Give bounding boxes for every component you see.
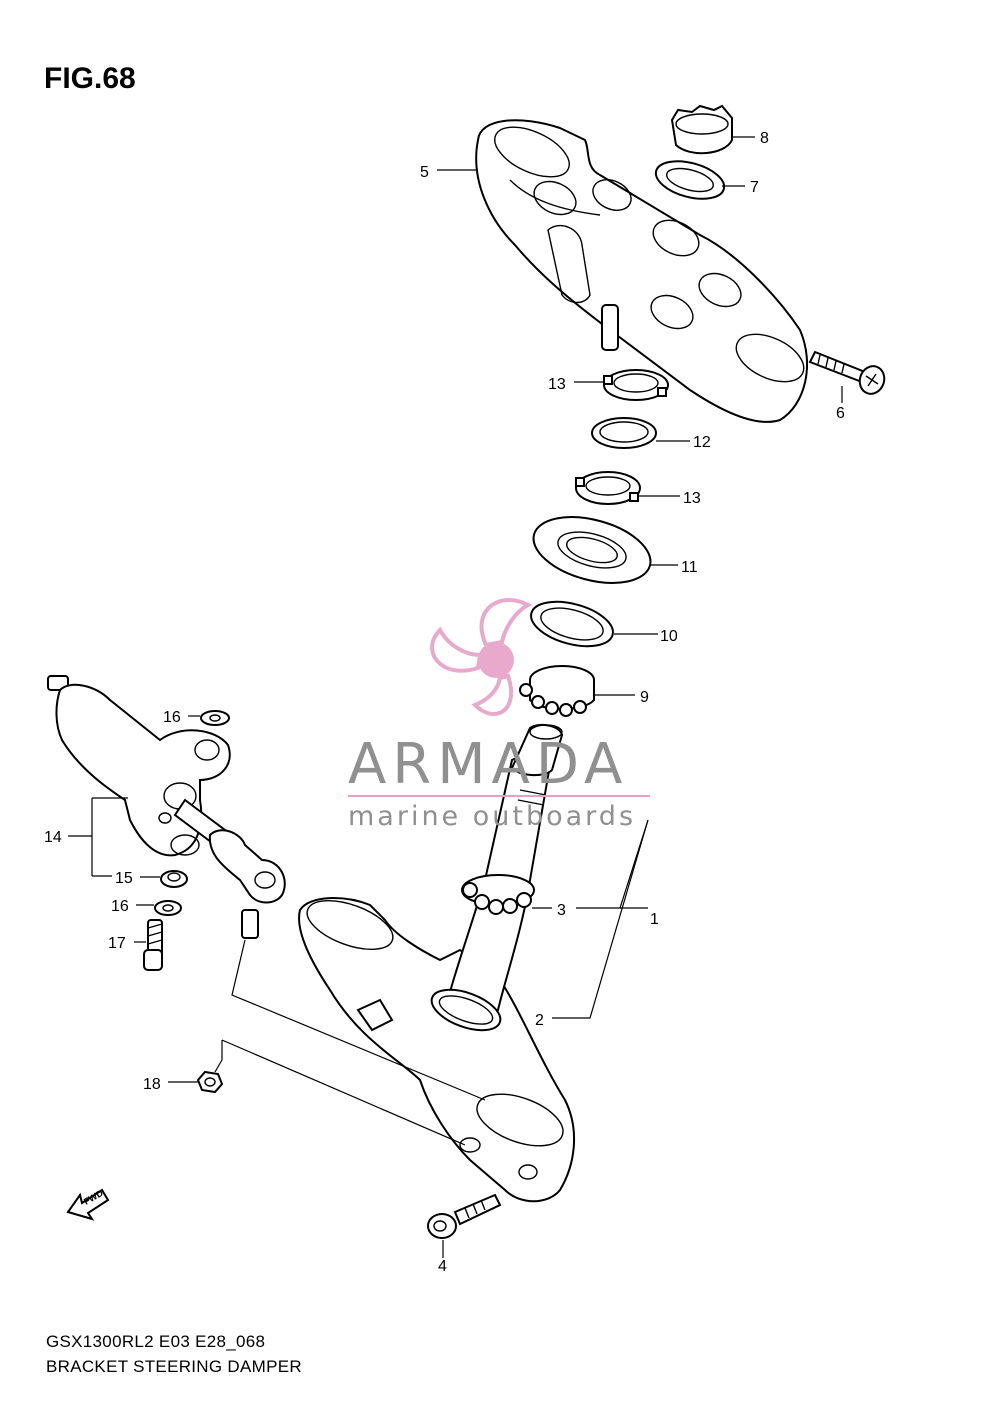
bush-part-15 (160, 870, 188, 888)
callout-6: 6 (836, 405, 845, 422)
clamp-bolt-part-6 (808, 350, 886, 395)
callout-17: 17 (108, 935, 126, 952)
callout-9: 9 (640, 689, 649, 706)
steering-damper-part-14 (47, 675, 286, 939)
callout-15: 15 (115, 870, 133, 887)
bearing-race-part-10 (530, 600, 614, 648)
callout-7: 7 (750, 179, 759, 196)
callout-10: 10 (660, 628, 678, 645)
callout-14: 14 (44, 829, 62, 846)
callout-18: 18 (143, 1076, 161, 1093)
figure-name: BRACKET STEERING DAMPER (46, 1357, 302, 1376)
callout-5: 5 (420, 164, 429, 181)
washer-part-7 (654, 160, 726, 200)
model-code: GSX1300RL2 E03 E28_068 (46, 1332, 266, 1351)
washer-lower-part-16 (154, 900, 182, 916)
pinch-bolt-part-4 (427, 1193, 502, 1239)
callout-16-lower: 16 (111, 898, 129, 915)
callout-8: 8 (760, 130, 769, 147)
installation-lines (214, 939, 486, 1146)
forward-direction-icon: FWD (66, 1188, 110, 1221)
figure-title: FIG.68 (44, 62, 136, 95)
watermark-tagline: marine outboards (348, 801, 636, 832)
callout-13-upper: 13 (548, 376, 566, 393)
lock-washer-part-12 (591, 417, 657, 449)
lock-nut-lower-part-13 (575, 471, 641, 505)
callout-13-lower: 13 (683, 490, 701, 507)
upper-bracket-part-5 (475, 119, 808, 423)
watermark-logo (430, 598, 533, 716)
callout-11: 11 (681, 559, 698, 576)
watermark-brand: ARMADA (348, 732, 628, 797)
washer-upper-part-16 (200, 710, 230, 726)
callout-4: 4 (438, 1258, 447, 1275)
dust-seal-part-2 (430, 988, 502, 1032)
callout-12: 12 (693, 434, 711, 451)
nut-part-18 (196, 1070, 224, 1094)
lower-bearing-part-3 (461, 874, 535, 915)
callout-3: 3 (557, 902, 566, 919)
dust-seal-part-11 (532, 516, 652, 584)
callout-16-upper: 16 (163, 709, 181, 726)
callout-1: 1 (650, 911, 659, 928)
callout-leaders (68, 136, 843, 1258)
bolt-part-17 (143, 919, 163, 971)
lock-nut-upper-part-13 (603, 369, 669, 401)
steering-stem-nut-part-8 (670, 104, 733, 155)
upper-bearing-part-9 (519, 665, 595, 717)
callout-2: 2 (535, 1012, 544, 1029)
